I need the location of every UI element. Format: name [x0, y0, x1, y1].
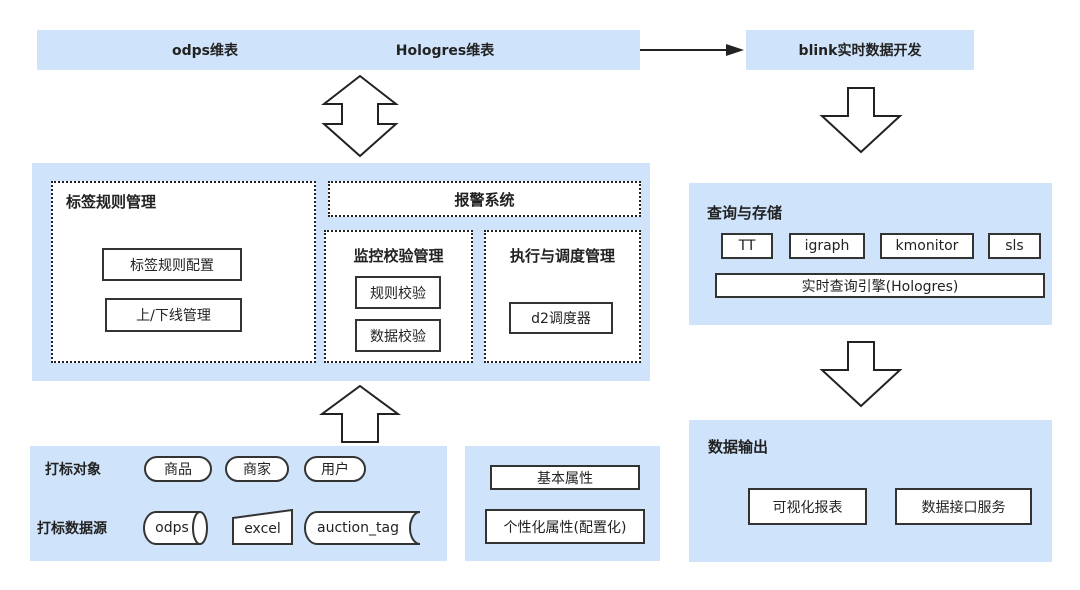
- tag-rule-title: 标签规则管理: [66, 193, 157, 211]
- alarm-title: 报警系统: [454, 190, 515, 209]
- sls-box: sls: [988, 233, 1041, 259]
- blink-dev-panel: [746, 30, 974, 70]
- hologres-dim-label: Hologres维表: [395, 43, 495, 59]
- up-arrow: [318, 384, 402, 443]
- auction-tag-source-label: auction_tag: [317, 520, 399, 536]
- visual-report-box: 可视化报表: [748, 488, 867, 525]
- exec-title: 执行与调度管理: [509, 246, 615, 265]
- realtime-engine-box: 实时查询引擎(Hologres): [715, 273, 1045, 298]
- data-check-box: 数据校验: [355, 319, 441, 352]
- merchant-pill: 商家: [225, 456, 289, 482]
- bidirectional-arrow: [321, 74, 399, 158]
- down-arrow-1: [819, 87, 903, 154]
- rule-check-box: 规则校验: [355, 276, 441, 309]
- excel-source-label: excel: [244, 521, 281, 537]
- exec-section: [484, 230, 641, 363]
- alarm-section: [328, 181, 641, 217]
- odps-source-label: odps: [155, 520, 189, 536]
- monitor-title: 监控校验管理: [353, 246, 444, 265]
- kmonitor-box: kmonitor: [880, 233, 974, 259]
- online-offline-box: 上/下线管理: [105, 298, 242, 332]
- user-pill: 用户: [304, 456, 366, 482]
- tag-source-label: 打标数据源: [37, 521, 107, 537]
- d2-scheduler-box: d2调度器: [509, 302, 613, 334]
- odps-cylinder-edge: [192, 511, 201, 545]
- query-storage-title: 查询与存储: [707, 204, 783, 222]
- data-api-box: 数据接口服务: [895, 488, 1032, 525]
- data-output-title: 数据输出: [708, 438, 769, 456]
- odps-dim-label: odps维表: [172, 43, 238, 59]
- excel-shape: [232, 508, 293, 545]
- basic-attr-box: 基本属性: [490, 465, 640, 490]
- product-pill: 商品: [144, 456, 212, 482]
- down-arrow-2: [819, 341, 903, 408]
- personalized-attr-box: 个性化属性(配置化): [485, 509, 645, 544]
- tag-object-label: 打标对象: [45, 462, 101, 478]
- dimension-tables-bar: [37, 30, 640, 70]
- igraph-box: igraph: [789, 233, 865, 259]
- right-arrow-head: [726, 44, 744, 56]
- blink-dev-label: blink实时数据开发: [798, 43, 922, 59]
- tt-box: TT: [721, 233, 773, 259]
- auction-tag-shape: [304, 511, 421, 545]
- tag-rule-config-box: 标签规则配置: [102, 248, 242, 281]
